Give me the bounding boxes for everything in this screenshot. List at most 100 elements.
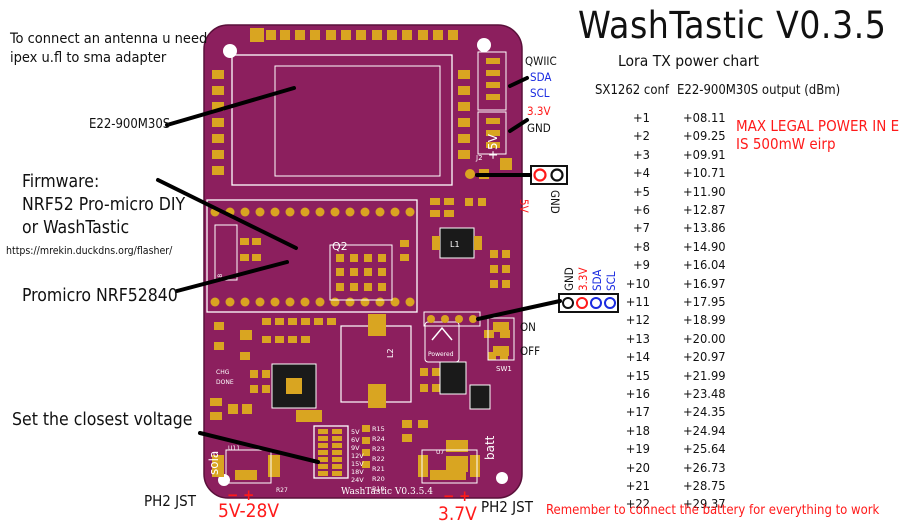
- voltage-option-labels: 5V 6V 9V 12V 15V 18V 24V R15 R24 R23 R22…: [351, 425, 385, 493]
- table-row-conf: +8: [633, 239, 650, 255]
- col-header-output: E22-900M30S output (dBm): [677, 83, 841, 98]
- e22-module-side-pads: [212, 70, 470, 175]
- silk-u7: U7: [436, 449, 444, 456]
- i2c-gnd: GND: [562, 267, 576, 291]
- table-row-conf: +11: [625, 295, 650, 310]
- table-row-dbm: +12.87: [683, 203, 726, 218]
- jst-right-voltage: 3.7V: [438, 503, 477, 525]
- voltage-note: Set the closest voltage: [12, 410, 193, 430]
- silk-j2: J2: [475, 154, 483, 162]
- legal-note-2: IS 500mW eirp: [736, 135, 836, 153]
- qwiic-connector: [477, 51, 507, 155]
- svg-text:5V: 5V: [351, 428, 360, 436]
- svg-text:18V: 18V: [351, 468, 364, 476]
- table-row-dbm: +14.90: [683, 239, 726, 255]
- top-edge-pads: [250, 28, 458, 42]
- table-row-dbm: +09.25: [683, 129, 726, 145]
- svg-text:R19: R19: [372, 485, 385, 493]
- e22-module-outline: [231, 54, 453, 186]
- table-row-dbm: +24.94: [683, 423, 726, 439]
- smd-components: [210, 198, 510, 468]
- qwiic-title: QWIIC: [525, 54, 557, 68]
- jst-left-polarity: − +: [227, 486, 255, 504]
- table-row-dbm: +21.99: [683, 368, 726, 384]
- table-row-conf: +14: [625, 350, 650, 366]
- table-row-dbm: +16.04: [683, 258, 726, 274]
- i2c-header: [558, 293, 619, 313]
- pointer-lines: [156, 76, 562, 464]
- jst-left-connector: [212, 449, 280, 484]
- svg-text:R23: R23: [372, 445, 385, 453]
- qwiic-scl: SCL: [530, 86, 550, 100]
- table-row-dbm: +11.90: [683, 184, 726, 200]
- table-row-conf: +22: [625, 497, 650, 513]
- power-header-gnd: GND: [548, 190, 562, 214]
- table-row-dbm: +18.99: [683, 313, 726, 329]
- silk-sw1: SW1: [496, 365, 512, 373]
- table-row-conf: +16: [625, 387, 650, 402]
- silk-r27: R27: [276, 487, 288, 494]
- table-row-conf: +20: [625, 460, 650, 476]
- jst-right-polarity: − +: [443, 487, 471, 505]
- i2c-scl: SCL: [604, 271, 618, 291]
- silk-powered: Powered: [428, 351, 454, 358]
- table-row-dbm: +24.35: [683, 405, 726, 421]
- charger-ic: [271, 363, 322, 422]
- table-row-dbm: +17.95: [683, 295, 726, 310]
- table-row-conf: +19: [625, 442, 650, 458]
- table-row-conf: +17: [625, 405, 650, 421]
- mount-hole: [477, 38, 491, 52]
- svg-text:R22: R22: [372, 455, 385, 463]
- table-row-conf: +1: [633, 111, 650, 126]
- table-row-dbm: +29.37: [683, 497, 726, 513]
- qwiic-3v3: 3.3V: [527, 104, 551, 118]
- silk-solar: sola: [207, 451, 221, 475]
- power-header-5v: 5V: [517, 199, 531, 213]
- chart-subtitle: Lora TX power chart: [618, 52, 759, 70]
- switch-off: OFF: [520, 344, 541, 358]
- table-row-dbm: +23.48: [683, 387, 726, 402]
- legal-note-1: MAX LEGAL POWER IN EU: [736, 117, 900, 135]
- silk-l2: L2: [386, 348, 395, 358]
- module-label: E22-900M30S: [89, 117, 171, 132]
- mount-hole: [496, 472, 508, 484]
- table-row-conf: +21: [625, 479, 650, 494]
- svg-text:6V: 6V: [351, 436, 360, 444]
- table-row-dbm: +20.00: [683, 331, 726, 347]
- table-row-conf: +4: [633, 166, 650, 182]
- u7-regulator: [439, 361, 468, 472]
- silk-done: DONE: [216, 379, 234, 386]
- table-row-conf: +15: [625, 368, 650, 384]
- table-row-dbm: +16.97: [683, 276, 726, 292]
- silk-chg: CHG: [216, 369, 230, 376]
- voltage-selector-header: [313, 425, 349, 479]
- col-header-conf: SX1262 conf: [595, 83, 670, 98]
- table-row-conf: +3: [633, 147, 650, 163]
- power-switch: [487, 317, 515, 361]
- table-row-dbm: +28.75: [683, 479, 726, 494]
- table-row-conf: +5: [633, 184, 650, 200]
- svg-text:24V: 24V: [351, 476, 364, 484]
- table-row-dbm: +10.71: [683, 166, 726, 182]
- qwiic-sda: SDA: [530, 70, 552, 84]
- silk-plus5v: +5V: [486, 133, 500, 160]
- antenna-note-2: ipex u.fl to sma adapter: [10, 50, 167, 66]
- table-row-dbm: +26.73: [683, 460, 726, 476]
- svg-text:12V: 12V: [351, 452, 364, 460]
- qwiic-gnd: GND: [527, 121, 551, 135]
- svg-text:R15: R15: [372, 425, 385, 433]
- jst-right-connector: [418, 449, 480, 484]
- table-row-dbm: +25.64: [683, 442, 726, 458]
- silk-q2: Q2: [332, 240, 348, 253]
- i2c-sda: SDA: [590, 269, 604, 291]
- l1-inductor: [432, 227, 482, 259]
- table-row-dbm: +13.86: [683, 221, 726, 237]
- silk-u11: U11: [228, 445, 240, 452]
- jst-left-label: PH2 JST: [144, 492, 196, 510]
- mount-hole: [223, 44, 237, 58]
- mcu-label: Promicro NRF52840: [22, 286, 178, 306]
- firmware-line-2: NRF52 Pro-micro DIY: [22, 195, 186, 215]
- table-row-dbm: +20.97: [683, 350, 726, 366]
- flasher-url[interactable]: https://mrekin.duckdns.org/flasher/: [6, 245, 173, 257]
